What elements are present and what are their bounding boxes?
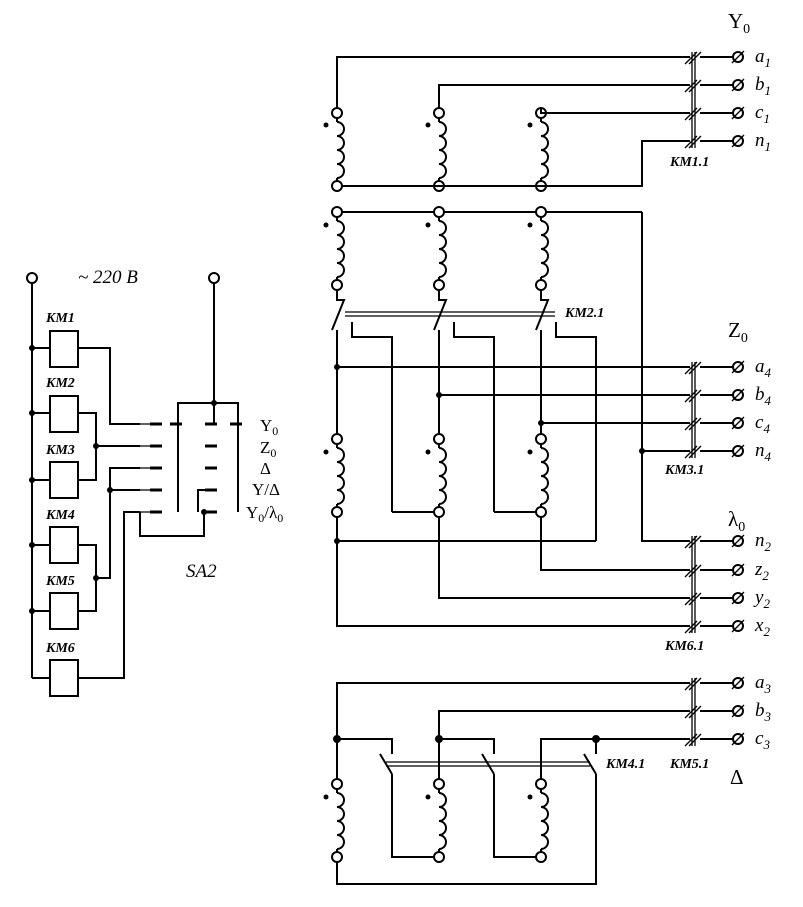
terminal-x2: x2	[754, 615, 770, 639]
control-circuit: ~ 220 B KM1 KM2 KM3 KM4 KM5	[26, 267, 220, 697]
terminal-z2: z2	[754, 559, 769, 583]
contact-label-km6-1: KM6.1	[664, 639, 704, 654]
terminal-n4: n4	[755, 440, 772, 464]
coil-km6: KM6	[45, 641, 79, 697]
terminal-a1: a1	[755, 46, 771, 70]
svg-text:Y/Δ: Y/Δ	[252, 480, 280, 499]
contact-label-km1-1: KM1.1	[669, 155, 709, 170]
group-label-l0: λ0	[728, 507, 745, 535]
terminal-c1: c1	[755, 102, 770, 126]
coil-km5: KM5	[45, 574, 79, 630]
terminal-n2: n2	[755, 530, 772, 554]
contact-label-km2-1: KM2.1	[564, 306, 604, 321]
svg-text:Y0: Y0	[260, 416, 278, 438]
coil-km2: KM2	[45, 376, 79, 433]
coil-km1: KM1	[45, 311, 79, 368]
terminal-a3: a3	[755, 672, 772, 696]
svg-text:Y0/λ0: Y0/λ0	[246, 503, 283, 525]
terminal-b4: b4	[755, 384, 772, 408]
block-z0-l0: Z0 λ0 KM2.1	[323, 206, 772, 654]
terminal-n1: n1	[755, 130, 771, 154]
svg-text:KM1: KM1	[45, 311, 75, 326]
svg-text:KM2: KM2	[45, 376, 75, 391]
svg-text:KM3: KM3	[45, 443, 75, 458]
svg-text:KM5: KM5	[45, 574, 75, 589]
svg-text:Z0: Z0	[260, 438, 276, 460]
group-label-y0: Y0	[728, 9, 750, 37]
switch-sa2[interactable]: SA2 Y0 Z0 Δ Y/Δ Y0/λ0	[139, 402, 283, 582]
svg-text:Δ: Δ	[260, 459, 271, 478]
switch-label: SA2	[186, 561, 217, 582]
coil-km3: KM3	[45, 443, 79, 499]
terminal-y2: y2	[753, 587, 770, 611]
supply-terminal-left	[26, 272, 38, 284]
group-label-delta: Δ	[730, 765, 744, 789]
terminal-c3: c3	[755, 728, 770, 752]
contact-label-km3-1: KM3.1	[664, 463, 704, 478]
contact-label-km4-1: KM4.1	[605, 757, 645, 772]
switch-mode-labels: Y0 Z0 Δ Y/Δ Y0/λ0	[246, 416, 283, 525]
svg-text:KM6: KM6	[45, 641, 75, 656]
supply-terminal-right	[208, 272, 220, 284]
coil-km4: KM4	[45, 508, 79, 564]
block-y0: Y0	[323, 9, 771, 192]
terminal-c4: c4	[755, 412, 770, 436]
terminal-a4: a4	[755, 356, 772, 380]
terminal-b3: b3	[755, 700, 772, 724]
group-label-z0: Z0	[728, 318, 748, 346]
svg-text:KM4: KM4	[45, 508, 75, 523]
terminal-b1: b1	[755, 74, 771, 98]
supply-label: ~ 220 B	[78, 267, 138, 288]
block-delta: Δ KM4.1	[323, 672, 772, 885]
contact-label-km5-1: KM5.1	[669, 757, 709, 772]
